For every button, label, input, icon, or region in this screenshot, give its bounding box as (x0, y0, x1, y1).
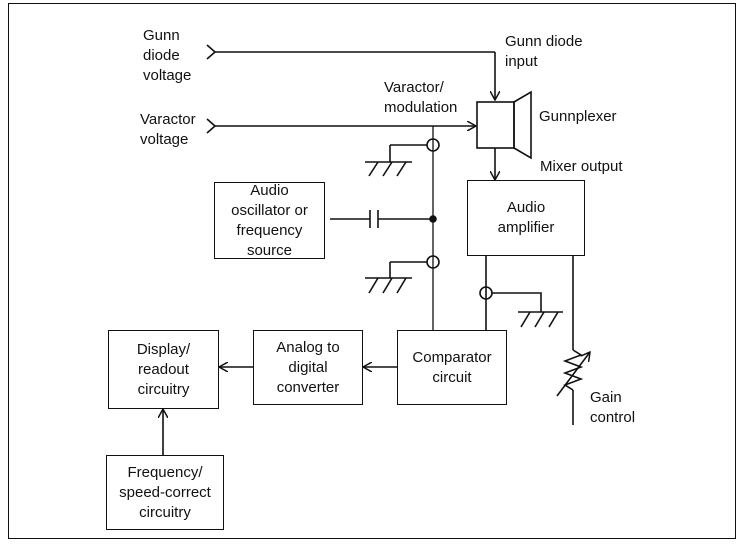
audio-oscillator-block: Audio oscillator or frequency source (214, 182, 325, 259)
gunnplexer-label: Gunnplexer (539, 108, 617, 125)
gunn-voltage-wire (206, 44, 495, 100)
coupling-capacitor-2 (365, 255, 440, 294)
oscillator-capacitor (330, 210, 437, 228)
diagram-frame (8, 3, 736, 539)
comparator-block: Comparator circuit (397, 330, 507, 405)
display-block: Display/ readout circuitry (108, 330, 219, 409)
varactor-voltage-wire (206, 118, 476, 134)
mixer-output-label: Mixer output (540, 158, 623, 175)
display-text: Display/ readout circuitry (136, 340, 191, 398)
comparator-text: Comparator circuit (412, 348, 492, 386)
frequency-correct-block: Frequency/ speed-correct circuitry (106, 455, 224, 530)
gunn-diode-input-label: Gunn diode input (505, 33, 583, 70)
coupling-capacitor-1 (365, 138, 440, 177)
gunn-diode-voltage-label: Gunn diode voltage (143, 27, 192, 84)
varactor-voltage-label: Varactor voltage (140, 111, 196, 148)
adc-text: Analog to digital converter (276, 338, 340, 396)
gunnplexer-symbol (476, 90, 532, 160)
audio-oscillator-text: Audio oscillator or frequency source (231, 181, 308, 259)
varactor-modulation-label: Varactor/ modulation (384, 79, 458, 116)
audio-amplifier-text: Audio amplifier (497, 199, 555, 236)
gain-control-resistor (556, 256, 590, 425)
coupling-capacitor-3 (479, 286, 563, 328)
frequency-correct-text: Frequency/ speed-correct circuitry (119, 463, 211, 521)
audio-amplifier-block: Audio amplifier (467, 180, 585, 256)
gain-control-label: Gain control (590, 389, 636, 426)
adc-block: Analog to digital converter (253, 330, 363, 405)
